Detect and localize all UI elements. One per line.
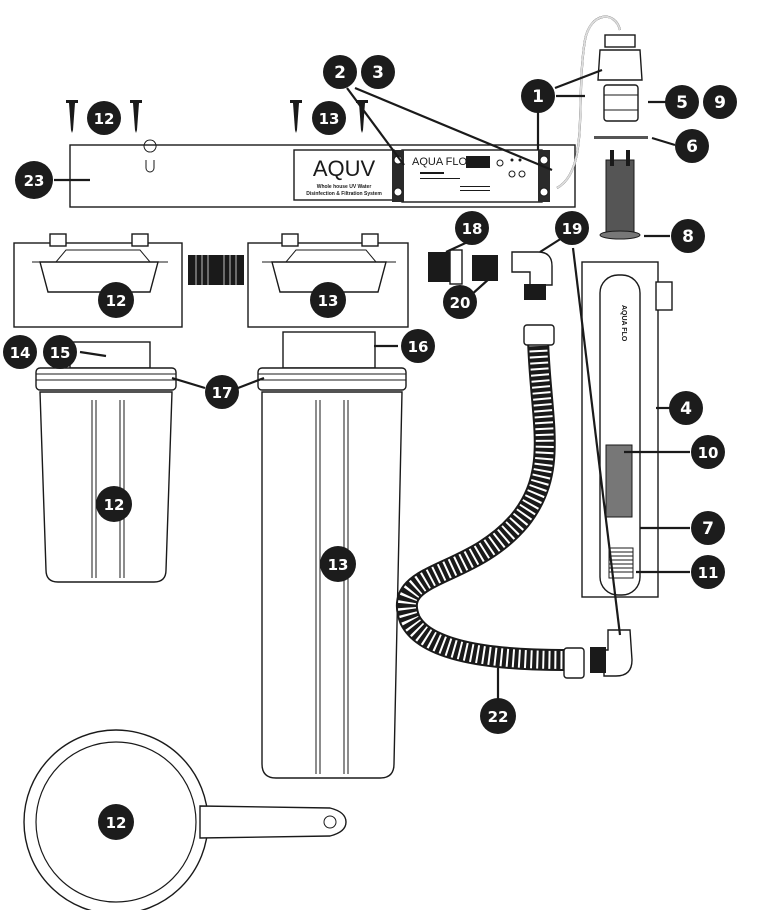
mounting-screws	[66, 100, 368, 133]
callout-6: 6	[675, 129, 709, 163]
svg-text:18: 18	[462, 220, 483, 238]
nipple-fitting	[188, 255, 244, 285]
controller-display	[466, 156, 490, 168]
callout-12-screw: 12	[87, 101, 121, 135]
callout-15: 15	[43, 335, 77, 369]
controller-box: AQUA FLO	[392, 149, 550, 203]
callout-7: 7	[691, 511, 725, 545]
svg-text:15: 15	[50, 344, 71, 362]
callout-17: 17	[205, 375, 239, 409]
svg-text:14: 14	[10, 344, 31, 362]
logo-plate	[293, 149, 395, 201]
svg-text:12: 12	[104, 496, 125, 514]
callout-13-head: 13	[310, 282, 346, 318]
housing-wrench	[23, 729, 347, 910]
callout-14: 14	[3, 335, 37, 369]
controller-label: AQUA FLO	[412, 156, 467, 168]
callout-19: 19	[555, 211, 589, 245]
svg-text:6: 6	[686, 137, 698, 157]
callout-12-housing: 12	[96, 486, 132, 522]
logo-subtitle-1: Whole house UV Water	[317, 184, 372, 190]
logo-text: AQUV	[313, 156, 376, 181]
bottom-elbow-fitting	[590, 629, 633, 677]
svg-text:9: 9	[714, 93, 726, 113]
callout-20: 20	[443, 285, 477, 319]
logo-subtitle-2: Disinfection & Filtration System	[306, 191, 382, 197]
svg-text:1: 1	[532, 87, 544, 107]
housing-12	[35, 341, 177, 583]
svg-text:4: 4	[680, 399, 692, 419]
callout-18: 18	[455, 211, 489, 245]
callout-2: 2	[323, 55, 357, 89]
callout-16: 16	[401, 329, 435, 363]
svg-text:7: 7	[702, 519, 714, 539]
callout-11: 11	[691, 555, 725, 589]
callout-22: 22	[480, 698, 516, 734]
filter-head-12	[13, 233, 183, 328]
callout-13-screw: 13	[312, 101, 346, 135]
svg-text:5: 5	[676, 93, 688, 113]
svg-text:10: 10	[698, 444, 719, 462]
callout-4: 4	[669, 391, 703, 425]
svg-text:23: 23	[24, 172, 45, 190]
svg-text:12: 12	[106, 814, 127, 832]
callout-23: 23	[15, 161, 53, 199]
svg-text:16: 16	[408, 338, 429, 356]
svg-text:11: 11	[698, 564, 719, 582]
callout-8: 8	[671, 219, 705, 253]
svg-text:20: 20	[450, 294, 471, 312]
uv-lamp-top	[599, 150, 641, 240]
svg-text:12: 12	[94, 110, 115, 128]
callout-12-head: 12	[98, 282, 134, 318]
lamp-connector	[594, 34, 648, 139]
spring	[608, 547, 634, 579]
lamp-label: AQUA FLO	[620, 305, 627, 342]
callout-5: 5	[665, 85, 699, 119]
filter-cartridge-13	[282, 331, 376, 369]
svg-text:8: 8	[682, 227, 694, 247]
svg-text:13: 13	[319, 110, 340, 128]
callout-10: 10	[691, 435, 725, 469]
flex-hose	[396, 324, 585, 679]
svg-text:12: 12	[106, 292, 127, 310]
filter-cartridge-12	[69, 341, 151, 369]
svg-text:13: 13	[318, 292, 339, 310]
svg-text:2: 2	[334, 63, 346, 83]
callout-1: 1	[521, 79, 555, 113]
uv-lamp-window	[605, 444, 633, 518]
callout-9: 9	[703, 85, 737, 119]
callout-13-housing: 13	[320, 546, 356, 582]
svg-text:3: 3	[372, 63, 384, 83]
fittings-group	[428, 249, 553, 300]
svg-text:17: 17	[212, 384, 233, 402]
svg-text:22: 22	[488, 708, 509, 726]
callout-12-wrench: 12	[98, 804, 134, 840]
svg-text:19: 19	[562, 220, 583, 238]
housing-13	[257, 331, 407, 779]
svg-text:13: 13	[328, 556, 349, 574]
callout-3: 3	[361, 55, 395, 89]
